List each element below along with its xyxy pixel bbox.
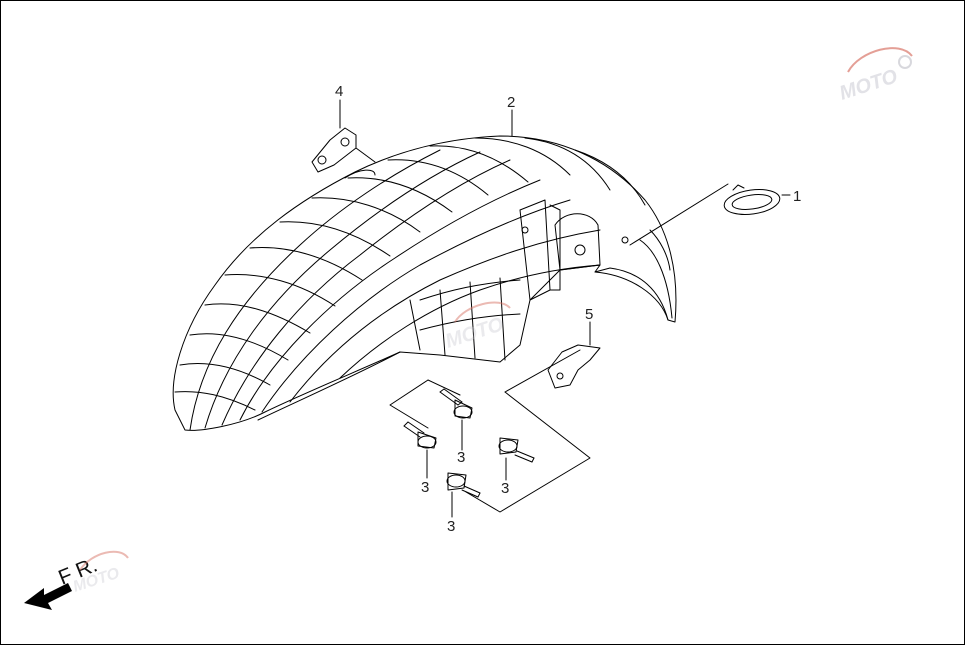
watermark-logo: MOTO — [837, 47, 913, 105]
callout-part-3c: 3 — [501, 480, 509, 497]
callout-part-3d: 3 — [447, 518, 455, 535]
callout-part-4: 4 — [335, 83, 343, 100]
bolt-part-3b — [403, 421, 437, 449]
front-fender — [172, 135, 677, 431]
bracket-part-4 — [311, 127, 376, 173]
bolt-part-3a — [439, 388, 473, 419]
front-direction-arrow-icon — [24, 583, 72, 610]
watermark-logo-center: MOTO — [443, 301, 511, 353]
grommet-part-1 — [723, 184, 781, 216]
callout-part-1: 1 — [793, 188, 801, 205]
callout-part-2: 2 — [507, 94, 515, 111]
callout-part-3a: 3 — [457, 449, 465, 466]
gear-icon — [898, 55, 912, 69]
callout-part-5: 5 — [585, 306, 593, 323]
callout-part-3b: 3 — [421, 479, 429, 496]
svg-text:MOTO: MOTO — [837, 65, 901, 104]
bolt-part-3c — [498, 437, 535, 463]
clip-part-5 — [547, 344, 601, 389]
bolt-part-3d — [446, 472, 481, 498]
leader-lines — [339, 99, 791, 518]
